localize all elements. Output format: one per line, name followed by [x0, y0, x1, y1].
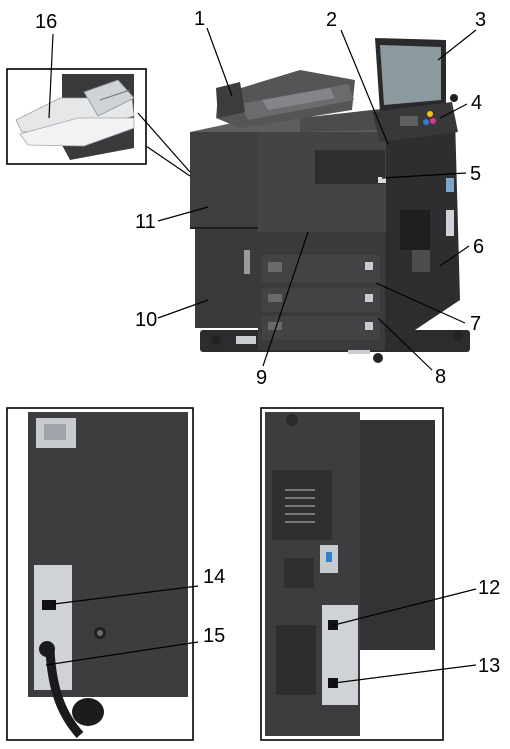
- callout-5: 5: [470, 163, 481, 185]
- callout-15: 15: [203, 625, 225, 647]
- inset-rear-ports: [260, 407, 444, 741]
- usb-port: [328, 678, 338, 688]
- caster-wheel: [211, 335, 221, 345]
- callout-7: 7: [470, 313, 481, 335]
- inset-rear-power: [6, 407, 194, 741]
- leader-lines: [45, 27, 477, 684]
- callout-2: 2: [326, 9, 337, 31]
- inset-output-tray: [6, 68, 191, 177]
- callout-3: 3: [475, 9, 486, 31]
- caster-wheel: [453, 331, 463, 341]
- front-door-upper: [190, 132, 258, 227]
- callout-12: 12: [478, 577, 500, 599]
- callout-1: 1: [194, 8, 205, 30]
- caster-wheel: [373, 353, 383, 363]
- callout-13: 13: [478, 655, 500, 677]
- printer-main-unit: [190, 38, 470, 363]
- front-panel: [315, 150, 385, 184]
- front-door-lower: [195, 228, 258, 328]
- callout-8: 8: [435, 366, 446, 388]
- callout-labels: 1 2 3 4 5 6 7 8 9 10 11 12 13 14 15 16: [35, 8, 500, 677]
- lan-port: [328, 620, 338, 630]
- power-cable: [45, 649, 84, 739]
- callout-14: 14: [203, 566, 225, 588]
- touch-panel-screen: [380, 45, 441, 105]
- power-switch: [42, 600, 56, 610]
- callout-10: 10: [135, 309, 157, 331]
- callout-16: 16: [35, 11, 57, 33]
- callout-9: 9: [256, 367, 267, 389]
- callout-11: 11: [135, 211, 156, 233]
- callout-4: 4: [471, 92, 482, 114]
- callout-6: 6: [473, 236, 484, 258]
